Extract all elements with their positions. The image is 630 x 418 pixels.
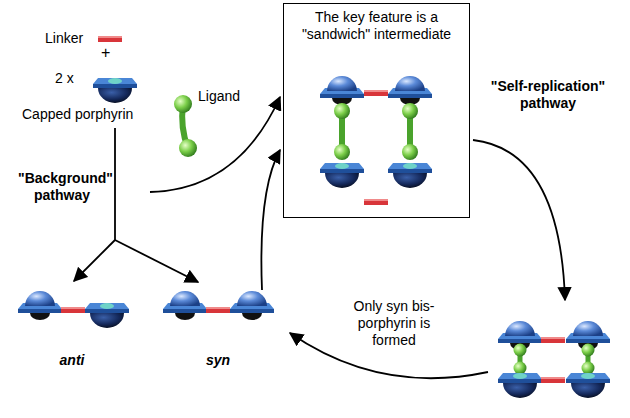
anti-bisporphyrin [18,291,129,328]
box-heading: The key feature is a "sandwich" intermed… [292,9,461,43]
cycle-arrows [150,97,565,378]
linker-icon [98,36,122,42]
part-label: Ligand [198,88,240,105]
quantity-label: 2 x [55,70,74,87]
capped-porphyrin-icon [93,78,137,103]
ligand-icon [174,95,197,157]
sandwich-intermediate [320,76,432,205]
pathway-label: "Background" pathway [18,170,106,204]
isomer-label: anti [50,352,94,369]
background-arrows [74,128,198,282]
double-linked-sandwich [498,321,610,398]
isomer-label: syn [196,352,240,369]
note: Only syn bis-porphyrin is formed [338,298,450,349]
part-label: Linker [45,30,83,47]
feature-box: The key feature is a "sandwich" intermed… [283,3,470,218]
part-label: Capped porphyrin [22,106,133,123]
pathway-label: "Self-replication" pathway [478,78,618,112]
syn-bisporphyrin [163,291,274,320]
plus-sign: + [101,44,110,61]
